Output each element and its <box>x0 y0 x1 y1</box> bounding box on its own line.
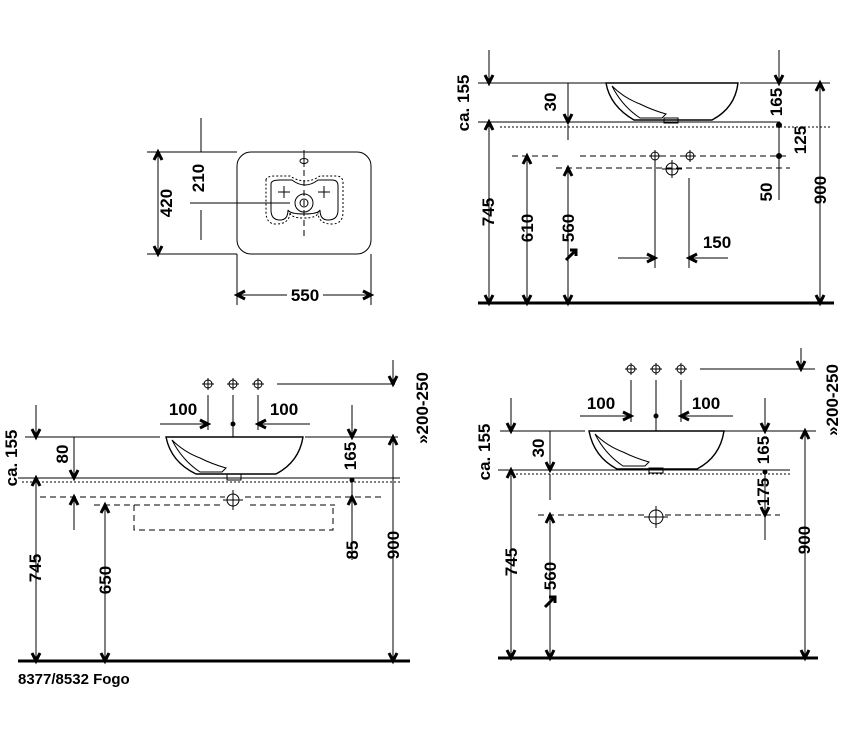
gap-85-label: 85 <box>343 541 362 560</box>
tap-offset-210-label: 210 <box>189 164 208 192</box>
top-view: 420 210 550 <box>147 118 375 305</box>
tap-range-label: »200-250 <box>413 372 432 444</box>
drain-inner <box>299 198 309 208</box>
height-745-label: 745 <box>26 554 45 582</box>
trap-560-label: 560 <box>541 562 560 590</box>
side-view-right: 100 100 ca. 155 745 30 560 165 175 <box>475 348 842 662</box>
side-view-top: ca. 155 745 30 610 560 150 165 125 50 <box>454 50 834 307</box>
tap-range-label: »200-250 <box>823 364 842 436</box>
bowl-inner <box>611 85 667 119</box>
tap-hole-left-icon <box>278 186 290 198</box>
rim-height-label: ca. 155 <box>2 430 21 487</box>
bowl-30-label: 30 <box>541 93 560 112</box>
height-745-label: 745 <box>502 548 521 576</box>
rim-height-label: ca. 155 <box>475 424 494 481</box>
tap-right-100-label: 100 <box>692 394 720 413</box>
bowl-inner <box>594 433 650 467</box>
width-550-label: 550 <box>291 286 319 305</box>
tap-gap-125-label: 125 <box>791 126 810 154</box>
height-745-label: 745 <box>479 198 498 226</box>
side-view-left: 100 100 ca. 155 745 80 650 165 85 <box>2 360 432 665</box>
trap-arrow-icon <box>564 248 578 262</box>
overall-900-label: 900 <box>384 531 403 559</box>
overall-900-label: 900 <box>795 526 814 554</box>
vanity-unit <box>133 505 334 531</box>
bowl-height-165-label: 165 <box>754 436 773 464</box>
trap-560-label: 560 <box>559 214 578 242</box>
offset-150-label: 150 <box>703 233 731 252</box>
product-caption: 8377/8532 Fogo <box>18 671 130 688</box>
drain-gap-50-label: 50 <box>757 183 776 202</box>
depth-420-label: 420 <box>157 189 176 217</box>
tap-right-100-label: 100 <box>270 400 298 419</box>
drain-waste <box>648 467 664 474</box>
bowl-30-label: 30 <box>529 439 548 458</box>
bowl-80-label: 80 <box>53 445 72 464</box>
bowl-height-165-label: 165 <box>341 442 360 470</box>
tap-holes <box>625 363 687 375</box>
bowl-inner <box>171 439 227 473</box>
drain-gap-175-label: 175 <box>754 478 773 506</box>
overall-900-label: 900 <box>811 176 830 204</box>
tap-holes <box>202 378 264 390</box>
tap-hole-right-icon <box>318 186 330 198</box>
drain-650-label: 650 <box>96 566 115 594</box>
tap-left-100-label: 100 <box>169 400 197 419</box>
rim-height-label: ca. 155 <box>454 75 473 132</box>
bowl-height-165-label: 165 <box>767 88 786 116</box>
drain-waste <box>663 117 679 124</box>
drain-610-label: 610 <box>518 214 537 242</box>
drain-waste <box>226 473 242 481</box>
trap-arrow-icon <box>543 595 557 609</box>
tap-left-100-label: 100 <box>587 394 615 413</box>
